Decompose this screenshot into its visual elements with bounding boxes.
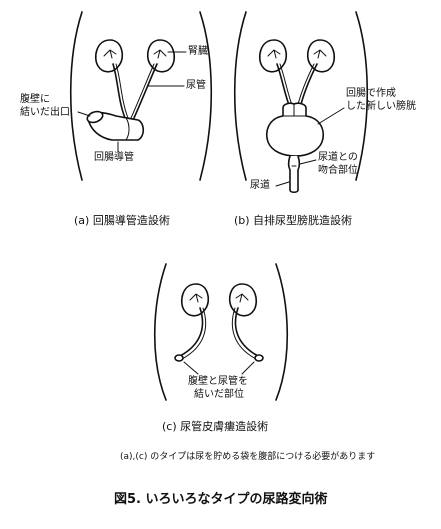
panel-b-body-outline-left bbox=[235, 12, 246, 180]
panel-b-left-kidney bbox=[260, 40, 287, 72]
panel-a-stoma-label-line1: 腹壁に bbox=[20, 94, 50, 105]
panel-b-urethra-leader bbox=[276, 182, 289, 186]
panel-a-body-outline-left bbox=[71, 12, 82, 180]
panel-a-drawing bbox=[71, 12, 212, 180]
panel-b-neobladder-label-line2: した新しい膀胱 bbox=[346, 101, 416, 112]
panel-c-left-kidney bbox=[182, 284, 209, 316]
panel-c-left-stoma bbox=[175, 355, 183, 361]
panel-b-right-ureter-inner bbox=[297, 64, 314, 108]
panel-b-left-ureter bbox=[277, 64, 290, 108]
panel-c-caption: (c) 尿管皮膚瘻造設術 bbox=[162, 420, 269, 433]
panel-c-body-outline-left bbox=[155, 264, 166, 400]
panel-c-left-leader bbox=[184, 362, 198, 374]
panel-b-body-outline-right bbox=[356, 12, 367, 180]
panel-b-right-ureter bbox=[300, 64, 317, 108]
panel-a-ureter-label: 尿管 bbox=[186, 80, 206, 91]
panel-a-right-ureter-inner bbox=[131, 64, 154, 118]
panel-b-right-kidney bbox=[308, 40, 335, 72]
panel-c-left-ureter-inner bbox=[182, 308, 206, 359]
figure-note: (a),(c) のタイプは尿を貯める袋を腹部につける必要があります bbox=[120, 452, 376, 462]
panel-c-right-kidney bbox=[230, 284, 257, 316]
panel-c-right-ureter bbox=[235, 308, 258, 356]
panel-a-left-kidney bbox=[96, 40, 123, 72]
panel-a-stoma-leader bbox=[78, 112, 90, 116]
panel-c-site-label-line1: 腹壁と尿管を bbox=[188, 376, 248, 387]
panel-c-right-leader bbox=[242, 362, 254, 374]
panel-b-left-ureter-inner bbox=[280, 64, 293, 108]
panel-c-site-label-line2: 結いだ部位 bbox=[194, 389, 244, 400]
panel-b-caption: (b) 自排尿型膀胱造設術 bbox=[234, 214, 353, 227]
figure-title: 図5. いろいろなタイプの尿路変向術 bbox=[114, 492, 328, 507]
panel-b-urethra-label: 尿道 bbox=[250, 180, 270, 191]
panel-b-anastomosis-label-line2: 吻合部位 bbox=[318, 165, 358, 176]
panel-a-left-ureter-inner bbox=[116, 64, 128, 118]
panel-b-drawing bbox=[235, 12, 368, 192]
panel-b-neobladder-leader bbox=[318, 108, 344, 124]
panel-b-anastomosis-label-line1: 尿道との bbox=[318, 152, 358, 163]
panel-a-right-ureter bbox=[134, 64, 157, 118]
panel-a-stoma-label-line2: 結いだ出口 bbox=[20, 107, 70, 118]
panel-a-left-ureter bbox=[113, 64, 125, 118]
panel-b-neobladder bbox=[267, 103, 323, 156]
panel-a-body-outline-right bbox=[200, 12, 211, 180]
panel-c-right-stoma bbox=[255, 355, 263, 361]
panel-a-caption: (a) 回腸導管造設術 bbox=[74, 214, 170, 227]
panel-a-conduit-label: 回腸導管 bbox=[94, 152, 134, 163]
panel-a-right-kidney bbox=[148, 40, 175, 72]
panel-a-ileal-conduit bbox=[86, 110, 144, 140]
panel-a-kidney-label: 腎臓 bbox=[188, 46, 208, 57]
panel-c-body-outline-right bbox=[276, 264, 287, 400]
panel-b-neobladder-label-line1: 回腸で作成 bbox=[346, 88, 396, 99]
panel-c-drawing bbox=[155, 264, 288, 400]
panel-b-urethra bbox=[289, 156, 300, 192]
panel-b-anastomosis-leader bbox=[300, 160, 316, 164]
panel-c-right-ureter-inner bbox=[232, 308, 256, 359]
panel-c-left-ureter bbox=[180, 308, 203, 356]
